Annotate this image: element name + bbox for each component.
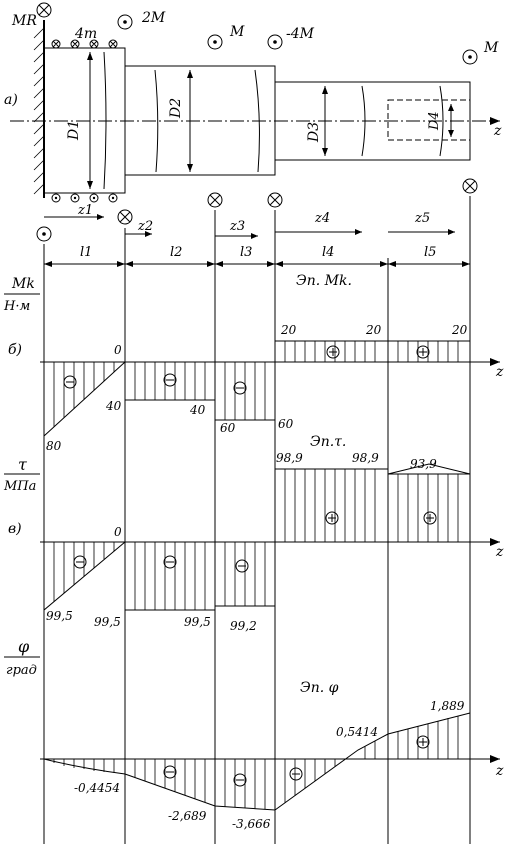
l3-label: l3 xyxy=(240,245,252,260)
angle-val-1-889: 1,889 xyxy=(430,699,465,713)
d1-label: D1 xyxy=(66,120,82,141)
stress-val-98-9b: 98,9 xyxy=(352,451,379,465)
torque-val-40b: 40 xyxy=(189,403,206,417)
z5-label: z5 xyxy=(414,211,430,226)
stress-ylabel-top: τ xyxy=(18,455,28,474)
d3-label: D3 xyxy=(306,122,322,143)
moment-2m-label: 2M xyxy=(141,10,166,26)
stress-val-99-5b: 99,5 xyxy=(94,615,121,629)
z3-label: z3 xyxy=(229,219,245,234)
angle-ylabel-bottom: град xyxy=(6,663,37,678)
sign-markers xyxy=(63,345,430,395)
stress-axis-z: z xyxy=(495,544,504,560)
l1-label: l1 xyxy=(80,245,92,260)
stress-val-99-2: 99,2 xyxy=(230,619,257,633)
stress-ylabel-bottom: МПа xyxy=(3,479,36,494)
torque-ylabel-top: Mk xyxy=(11,276,35,292)
angle-val-0-5414: 0,5414 xyxy=(336,725,378,739)
torque-val-20a: 20 xyxy=(280,323,297,337)
angle-ylabel-top: φ xyxy=(18,637,30,656)
stress-diagram: τ МПа в) Эп.τ. z xyxy=(3,434,504,633)
l4-label: l4 xyxy=(322,245,334,260)
torque-diagram: Mk Н·м б) Эп. Mk. z xyxy=(3,273,504,453)
d2-label: D2 xyxy=(168,98,184,119)
section-lines xyxy=(43,196,471,844)
moment-neg4m-label: -4M xyxy=(286,26,315,42)
distributed-moment-4m: 4m xyxy=(51,26,118,203)
angle-curve xyxy=(43,712,471,811)
torque-val-80: 80 xyxy=(46,439,62,453)
moment-m-end-label: M xyxy=(483,40,499,56)
l5-label: l5 xyxy=(424,245,436,260)
mr-label: MR xyxy=(11,13,37,29)
torque-val-20c: 20 xyxy=(451,323,468,337)
angle-val-0-4454: -0,4454 xyxy=(74,781,120,795)
angle-val-2-689: -2,689 xyxy=(168,809,207,823)
torque-val-60b: 60 xyxy=(278,417,294,431)
z1-label: z1 xyxy=(77,203,93,218)
m4-label: 4m xyxy=(74,26,97,42)
torque-ylabel-bottom: Н·м xyxy=(3,299,30,314)
moment-m-label: M xyxy=(229,24,245,40)
part-a-label: а) xyxy=(4,92,18,108)
d4-label: D4 xyxy=(427,111,442,131)
stress-val-99-5a: 99,5 xyxy=(46,609,73,623)
angle-title: Эп. φ xyxy=(300,680,339,696)
angle-axis-z: z xyxy=(495,763,504,779)
z2-label: z2 xyxy=(137,219,153,234)
axis-z-label: z xyxy=(493,123,502,139)
stress-val-98-9a: 98,9 xyxy=(276,451,303,465)
torque-title: Эп. Mk. xyxy=(296,273,352,289)
z4-label: z4 xyxy=(314,211,330,226)
stress-title: Эп.τ. xyxy=(310,434,346,450)
shaft-drawing: z а) D1 D2 D3 D4 xyxy=(4,2,502,270)
stress-val-93-9: 93,9 xyxy=(410,457,437,471)
torque-val-40a: 40 xyxy=(105,399,122,413)
part-b-label: б) xyxy=(8,342,22,358)
angle-val-3-666: -3,666 xyxy=(232,817,271,831)
part-v-label: в) xyxy=(8,521,22,537)
torque-axis-z: z xyxy=(495,364,504,380)
torque-val-0: 0 xyxy=(114,343,122,357)
stress-val-99-5c: 99,5 xyxy=(184,615,211,629)
torque-val-20b: 20 xyxy=(365,323,382,337)
angle-diagram: φ град Эп. φ z xyxy=(4,637,504,831)
torque-val-60a: 60 xyxy=(220,421,236,435)
l2-label: l2 xyxy=(170,245,182,260)
stress-val-0: 0 xyxy=(114,525,122,539)
